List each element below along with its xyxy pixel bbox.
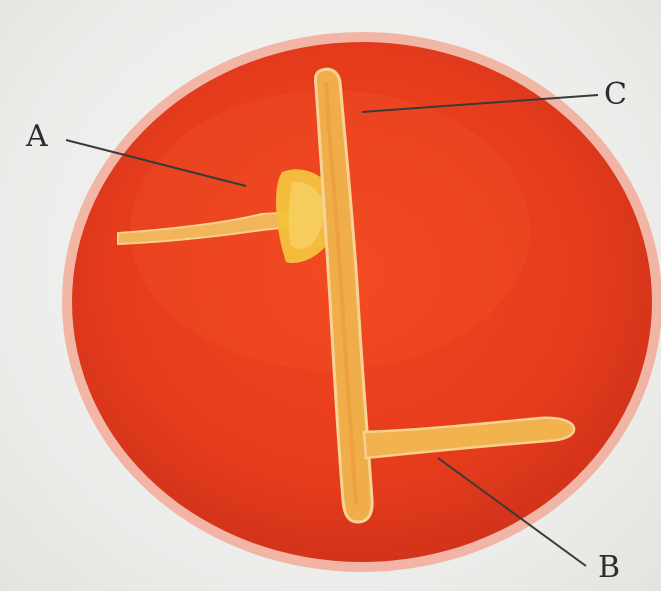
label-b: B bbox=[598, 553, 620, 583]
label-a: A bbox=[26, 122, 48, 152]
label-c: C bbox=[604, 80, 627, 110]
